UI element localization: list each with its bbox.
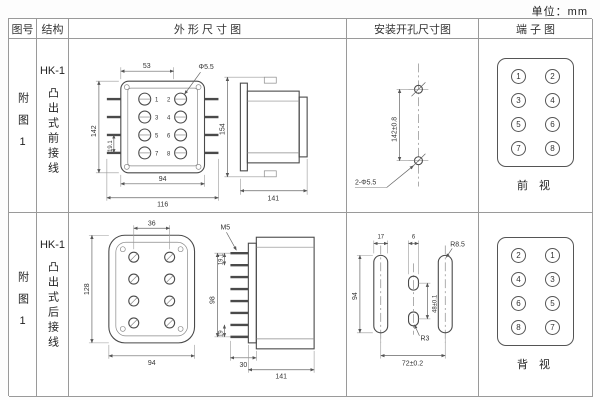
side-view-dimensions: M5 98 19.1 19 30 (209, 224, 315, 381)
cell-outline-row2: 36 128 94 (69, 213, 347, 397)
terminal-circle: 2 (511, 248, 526, 263)
terminal-circle: 8 (545, 141, 560, 156)
dim-154: 154 (219, 123, 226, 135)
terminal-circle: 6 (511, 296, 526, 311)
dim-94: 94 (159, 176, 167, 183)
terminal-circle: 4 (511, 272, 526, 287)
terminal-circle: 1 (511, 69, 526, 84)
terminal-circle: 8 (511, 320, 526, 335)
header-outline-dims: 外 形 尺 寸 图 (69, 19, 347, 39)
terminal-circle: 6 (545, 117, 560, 132)
header-terminal-diagram: 端 子 图 (479, 19, 593, 39)
side-view-dimensions: 154 141 (219, 76, 308, 203)
svg-text:1: 1 (155, 98, 159, 104)
terminal-circle: 1 (545, 248, 560, 263)
dim-17: 17 (377, 235, 384, 241)
fig-no-text: 附图1 (16, 92, 29, 159)
unit-label: 单位：mm (531, 6, 588, 18)
header-structure: 结构 (37, 19, 69, 39)
front-view-dimensions: 53 Φ5.5 142 19.1 94 116 (91, 63, 219, 209)
dim-30: 30 (239, 362, 247, 369)
cell-terminal-row2: 2 1 4 3 6 5 8 7 背 视 (479, 213, 593, 397)
cell-mounting-row2: 17 6 R8.5 94 48±0.1 R3 (347, 213, 479, 397)
terminal-diagram-rear: 2 1 4 3 6 5 8 7 (497, 237, 574, 346)
holes-callout: 2-Φ5.5 (355, 180, 376, 187)
terminal-holes (128, 251, 176, 329)
cell-structure-row2: HK-1 凸出式后接线 (37, 213, 69, 397)
dim-slot-center-spacing: 72±0.2 (402, 361, 423, 368)
dim-6: 6 (412, 235, 416, 241)
dim-hole-dia: Φ5.5 (199, 64, 214, 71)
relay-front-view: 1 2 3 4 5 6 7 8 (106, 80, 219, 174)
svg-text:6: 6 (167, 133, 171, 139)
terminal-circle: 5 (511, 117, 526, 132)
terminal-circle: 3 (511, 93, 526, 108)
svg-text:7: 7 (155, 151, 159, 157)
terminal-circle: 3 (545, 272, 560, 287)
dim-94: 94 (148, 360, 156, 367)
mounting-slots (373, 245, 453, 343)
terminal-diagram-front: 1 2 3 4 5 6 7 8 (497, 58, 574, 167)
terminal-circle: 2 (545, 69, 560, 84)
dim-19-1: 19.1 (218, 253, 224, 265)
mounting-drawing-rear-wiring: 17 6 R8.5 94 48±0.1 R3 (352, 235, 465, 368)
outline-drawing-rear-wiring: 36 128 94 (84, 220, 315, 381)
structure-label: 凸出式前接线 (46, 87, 59, 177)
mounting-dimensions: 17 6 R8.5 94 48±0.1 R3 (352, 235, 465, 368)
terminal-numbers: 1 2 3 4 5 6 7 8 (155, 98, 171, 158)
svg-text:8: 8 (167, 151, 171, 157)
mounting-dimensions: 142±0.8 2-Φ5.5 (355, 88, 415, 188)
terminal-circle: 7 (545, 320, 560, 335)
dim-94: 94 (352, 292, 359, 300)
dim-hole-spacing: 142±0.8 (392, 117, 399, 142)
relay-side-view (230, 236, 315, 350)
relay-rear-view (108, 234, 196, 344)
dim-mid-spacing: 48±0.1 (432, 294, 438, 313)
dim-141: 141 (275, 374, 287, 381)
svg-text:5: 5 (155, 133, 159, 139)
dim-116: 116 (157, 202, 168, 209)
svg-text:3: 3 (155, 116, 159, 122)
terminal-pins (106, 97, 219, 155)
rear-view-dimensions: 36 128 94 (84, 220, 195, 367)
terminal-circle: 5 (545, 296, 560, 311)
structure-label: 凸出式后接线 (46, 261, 59, 351)
dim-36: 36 (148, 220, 156, 227)
dim-98: 98 (209, 296, 216, 304)
mounting-drawing-front-wiring: 142±0.8 2-Φ5.5 (355, 63, 429, 188)
terminal-studs (230, 251, 249, 339)
dim-141: 141 (267, 196, 279, 203)
relay-side-view (239, 76, 308, 178)
header-mounting-dims: 安装开孔尺寸图 (347, 19, 479, 39)
model-label: HK-1 (39, 65, 66, 77)
cell-outline-row1: 1 2 3 4 5 6 7 8 53 Φ5.5 (69, 39, 347, 213)
view-label: 前 视 (516, 180, 555, 192)
fig-no-text: 附图1 (16, 271, 29, 338)
dim-19-1: 19.1 (108, 140, 114, 152)
dim-19: 19 (218, 330, 224, 337)
svg-text:4: 4 (167, 116, 171, 122)
cell-structure-row1: HK-1 凸出式前接线 (37, 39, 69, 213)
view-label: 背 视 (516, 359, 555, 371)
svg-text:2: 2 (167, 98, 171, 104)
cell-mounting-row1: 142±0.8 2-Φ5.5 (347, 39, 479, 213)
model-label: HK-1 (39, 239, 66, 251)
cell-terminal-row1: 1 2 3 4 5 6 7 8 前 视 (479, 39, 593, 213)
header-fig-no: 图号 (9, 19, 37, 39)
outline-drawing-front-wiring: 1 2 3 4 5 6 7 8 53 Φ5.5 (91, 63, 308, 209)
terminal-circle: 7 (511, 141, 526, 156)
dim-m5: M5 (220, 224, 230, 231)
dim-128: 128 (84, 283, 91, 295)
cell-fig-no-row1: 附图1 (9, 39, 37, 213)
cell-fig-no-row2: 附图1 (9, 213, 37, 397)
spec-table: 图号 结构 外 形 尺 寸 图 安装开孔尺寸图 端 子 图 附图1 HK-1 凸… (8, 18, 593, 397)
dim-r3: R3 (420, 336, 429, 343)
dim-53: 53 (143, 63, 151, 70)
terminal-screws (138, 92, 188, 160)
terminal-circle: 4 (545, 93, 560, 108)
dim-142: 142 (91, 125, 98, 137)
dim-r8-5: R8.5 (450, 241, 465, 248)
